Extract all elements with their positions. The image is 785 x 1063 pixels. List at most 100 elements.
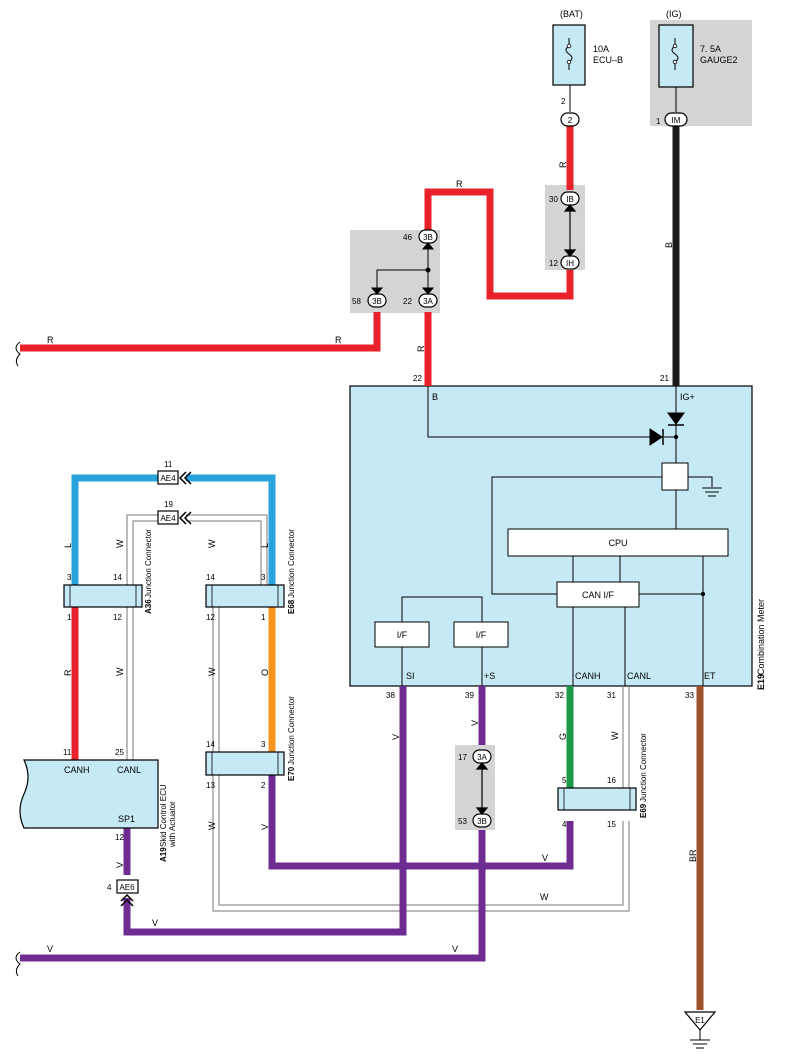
svg-text:W: W — [207, 821, 217, 830]
svg-text:G: G — [558, 733, 568, 740]
junction-block-internal — [370, 242, 435, 295]
connector-3b-top: 3B — [418, 229, 438, 244]
ground-label: E1 — [695, 1016, 705, 1025]
jb-3b-top-pin: 46 — [403, 233, 412, 242]
e69-pin-4: 4 — [562, 820, 567, 829]
svg-text:IB: IB — [566, 195, 574, 204]
svg-text:SI: SI — [406, 671, 415, 681]
connector-ih: IH — [560, 255, 580, 270]
ecu-name-2: with Actuator — [168, 801, 177, 848]
svg-text:31: 31 — [607, 691, 616, 700]
svg-text:V: V — [470, 720, 480, 726]
j3b-mid-pin: 53 — [458, 817, 467, 826]
meter-pin-labels: 22 21 38 39 32 31 33 — [386, 374, 694, 700]
connector-3b-left: 3B — [367, 293, 387, 308]
svg-text:3A: 3A — [423, 297, 433, 306]
svg-text:V: V — [452, 944, 458, 954]
ae4-l-pin: 11 — [164, 460, 173, 469]
break-mark-r — [15, 341, 21, 367]
break-mark-v — [15, 951, 21, 977]
a36-pin-3: 3 — [67, 573, 72, 582]
e70-pin-14: 14 — [206, 740, 215, 749]
e70-pin-13: 13 — [206, 781, 215, 790]
ig-fuse-rating: 7. 5A — [700, 44, 721, 54]
connector-ae6: AE6 — [116, 879, 139, 907]
e68-pin-3: 3 — [261, 573, 266, 582]
svg-text:IH: IH — [566, 259, 574, 268]
svg-text:3B: 3B — [423, 233, 433, 242]
ecu-pin-11: 11 — [63, 748, 72, 757]
svg-text:38: 38 — [386, 691, 395, 700]
diode-icon — [649, 428, 664, 446]
svg-text:B: B — [664, 242, 674, 248]
e69-pin-5: 5 — [562, 776, 567, 785]
svg-text:W: W — [207, 539, 217, 548]
e69-id: E69 — [639, 803, 648, 818]
svg-text:2: 2 — [568, 116, 573, 125]
junction-e69 — [557, 787, 637, 811]
svg-text:IM: IM — [672, 116, 681, 125]
svg-text:V: V — [152, 918, 158, 928]
connector-ib: IB — [560, 191, 580, 206]
e68-name: Junction Connector — [287, 529, 296, 598]
svg-text:V: V — [47, 944, 53, 954]
svg-text:W: W — [610, 731, 620, 740]
e70-name: Junction Connector — [287, 696, 296, 765]
svg-text:B: B — [432, 392, 438, 402]
e69-name: Junction Connector — [639, 733, 648, 802]
meter-internal-circuit — [374, 386, 729, 686]
svg-text:3A: 3A — [477, 753, 487, 762]
svg-text:V: V — [391, 734, 401, 740]
junction-a36 — [63, 584, 143, 608]
svg-text:3B: 3B — [372, 297, 382, 306]
svg-text:IG+: IG+ — [680, 392, 695, 402]
a36-id: A36 — [144, 599, 153, 614]
ecu-canl: CANL — [117, 765, 141, 775]
e68-id: E68 — [287, 599, 296, 614]
bat-source-label: (BAT) — [560, 9, 583, 19]
white-wires — [126, 514, 630, 912]
connector-3b-mid: 3B — [472, 813, 492, 828]
svg-text:L: L — [260, 543, 270, 548]
meter-node-2 — [700, 591, 706, 597]
svg-text:W: W — [115, 667, 125, 676]
svg-text:AE6: AE6 — [119, 883, 135, 892]
svg-text:CANL: CANL — [627, 671, 651, 681]
e70-pin-3: 3 — [261, 740, 266, 749]
e69-pin-16: 16 — [607, 776, 616, 785]
skid-control-ecu-box — [19, 759, 159, 829]
e69-pin-15: 15 — [607, 820, 616, 829]
svg-text:V: V — [542, 853, 548, 863]
svg-text:22: 22 — [413, 374, 422, 383]
connector-3a-mid: 3A — [472, 749, 492, 764]
meter-name: Combination Meter — [756, 599, 766, 675]
ae6-pin: 4 — [107, 883, 112, 892]
can-if-label: CAN I/F — [582, 590, 615, 600]
a36-pin-14: 14 — [113, 573, 122, 582]
connector-ae4-w: AE4 — [157, 510, 192, 525]
ih-pin: 12 — [549, 259, 558, 268]
svg-text:R: R — [558, 161, 568, 168]
svg-text:21: 21 — [660, 374, 669, 383]
e68-pin-14: 14 — [206, 573, 215, 582]
connector-ae4-l: AE4 — [157, 470, 192, 485]
e68-pin-1: 1 — [261, 613, 266, 622]
svg-text:R: R — [416, 345, 426, 352]
svg-text:R: R — [335, 335, 342, 345]
ecu-pin-12: 12 — [115, 833, 124, 842]
e70-pin-2: 2 — [261, 781, 266, 790]
meter-node-1 — [673, 434, 679, 440]
svg-text:O: O — [260, 669, 270, 676]
connector-pill-im: IM — [664, 112, 688, 127]
ig-source-label: (IG) — [666, 9, 682, 19]
ig-fuse-pin: 1 — [656, 117, 661, 126]
svg-text:+S: +S — [484, 671, 495, 681]
svg-text:W: W — [540, 892, 549, 902]
svg-text:R: R — [63, 669, 73, 676]
bat-fuse-pin: 2 — [561, 97, 566, 106]
ib-ih-link — [563, 204, 577, 257]
svg-text:AE4: AE4 — [160, 474, 176, 483]
e68-pin-12: 12 — [206, 613, 215, 622]
j3a-mid-pin: 17 — [458, 753, 467, 762]
